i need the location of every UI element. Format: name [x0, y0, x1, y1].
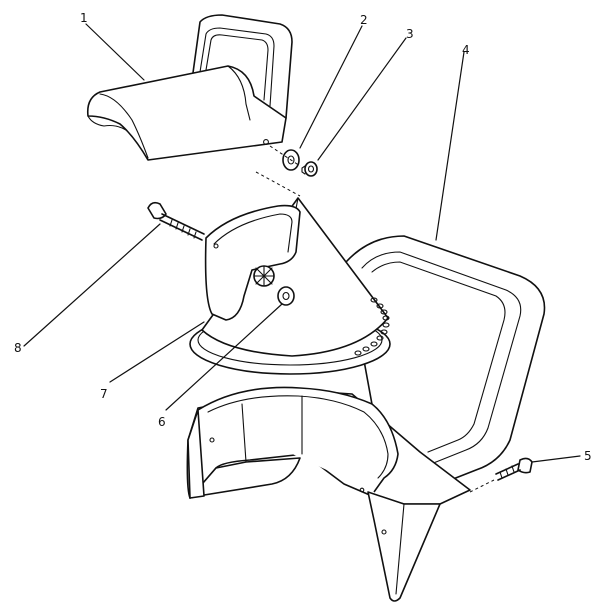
part-1-chute-deflector [86, 14, 293, 161]
callout-5: 5 [584, 449, 592, 463]
part-8-bolt [147, 201, 205, 241]
part-3-nut [301, 161, 318, 177]
callout-6: 6 [158, 415, 166, 429]
assembly-line-2 [269, 145, 301, 167]
part-7-cone-ring [189, 197, 391, 375]
callout-8: 8 [14, 341, 22, 355]
callout-1: 1 [80, 11, 88, 25]
callout-3: 3 [406, 27, 414, 41]
callout-4: 4 [462, 43, 470, 57]
leader-7 [109, 321, 205, 383]
bracket-strap [204, 204, 301, 321]
leader-8 [23, 223, 161, 347]
part-4-housing [186, 235, 546, 602]
leader-3 [317, 37, 407, 161]
assembly-line-5 [469, 479, 495, 493]
leader-5 [531, 455, 581, 463]
callout-7: 7 [100, 387, 108, 401]
callout-labels: 1 2 3 4 5 6 7 8 [14, 11, 592, 463]
callout-2: 2 [360, 13, 368, 27]
leader-lines [23, 23, 581, 463]
leader-2 [299, 25, 363, 149]
part-6-nut [277, 286, 295, 306]
ring-notches [354, 297, 390, 356]
leader-4 [435, 51, 465, 241]
leader-1 [85, 23, 145, 81]
assembly-line-1 [255, 171, 301, 197]
part-5-bolt [495, 457, 533, 481]
leader-6 [165, 303, 283, 411]
